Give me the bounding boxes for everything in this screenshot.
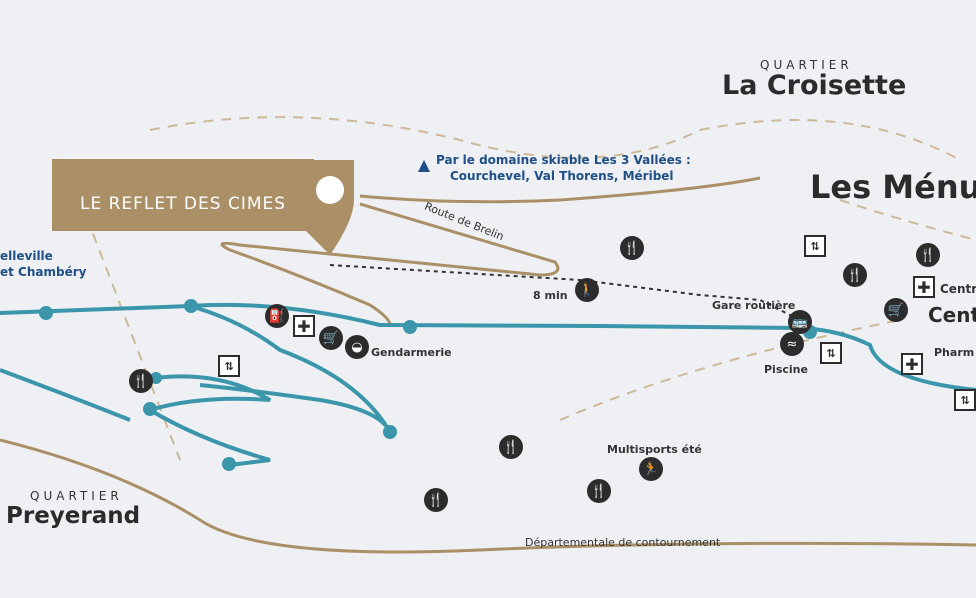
pool-icon[interactable]: ≈ bbox=[780, 332, 804, 356]
restaurant-icon[interactable]: 🍴 bbox=[129, 369, 153, 393]
domaine-label-2: Courchevel, Val Thorens, Méribel bbox=[450, 169, 674, 183]
mountain-icon bbox=[418, 160, 430, 172]
walk-time-label: 8 min bbox=[533, 289, 568, 302]
piscine-label: Piscine bbox=[764, 363, 808, 376]
lift-icon[interactable]: ⇅ bbox=[218, 355, 240, 377]
restaurant-icon[interactable]: 🍴 bbox=[587, 479, 611, 503]
lift-icon[interactable]: ⇅ bbox=[820, 342, 842, 364]
croisette-quartier-label: QUARTIER bbox=[760, 58, 853, 72]
centre-label-2: Cent bbox=[928, 303, 976, 327]
departementale-label: Départementale de contournement bbox=[525, 536, 721, 549]
pharmacy-icon[interactable]: ✚ bbox=[293, 315, 315, 337]
restaurant-icon[interactable]: 🍴 bbox=[916, 243, 940, 267]
lift-icon[interactable]: ⇅ bbox=[954, 389, 976, 411]
bus-icon[interactable]: 🚌 bbox=[788, 310, 812, 334]
restaurant-icon[interactable]: 🍴 bbox=[843, 263, 867, 287]
restaurant-icon[interactable]: 🍴 bbox=[499, 435, 523, 459]
roads bbox=[0, 176, 976, 554]
domaine-label-1: Par le domaine skiable Les 3 Vallées : bbox=[436, 153, 691, 167]
fuel-icon[interactable]: ⛽ bbox=[265, 304, 289, 328]
preyerand-label: Preyerand bbox=[6, 503, 141, 529]
brand-banner: LE REFLET DES CIMES bbox=[52, 159, 314, 231]
pharmacy-icon[interactable]: ✚ bbox=[913, 276, 935, 298]
restaurant-icon[interactable]: 🍴 bbox=[620, 236, 644, 260]
menuires-label: Les Ménu bbox=[810, 168, 976, 206]
walking-icon[interactable]: 🚶 bbox=[575, 278, 599, 302]
croisette-label: La Croisette bbox=[722, 70, 907, 101]
shopping-cart-icon[interactable]: 🛒 bbox=[319, 326, 343, 350]
multisports-label: Multisports été bbox=[607, 443, 702, 456]
pharmacie-label: Pharm bbox=[934, 346, 975, 359]
ski-trails bbox=[79, 116, 976, 461]
pharmacy-icon[interactable]: ✚ bbox=[901, 353, 923, 375]
chambery-label: et Chambéry bbox=[0, 265, 87, 279]
preyerand-quartier-label: QUARTIER bbox=[30, 489, 123, 503]
walking-path bbox=[329, 264, 801, 321]
gendarmerie-label: Gendarmerie bbox=[371, 346, 452, 359]
lift-icon[interactable]: ⇅ bbox=[804, 235, 826, 257]
centre-label-1: Centr bbox=[940, 282, 976, 296]
gare-label: Gare routière bbox=[712, 299, 796, 312]
belleville-label: elleville bbox=[0, 249, 53, 263]
shopping-cart-icon[interactable]: 🛒 bbox=[884, 298, 908, 322]
brand-name: LE REFLET DES CIMES bbox=[79, 194, 287, 214]
restaurant-icon[interactable]: 🍴 bbox=[424, 488, 448, 512]
gendarmerie-icon[interactable]: ◒ bbox=[345, 335, 369, 359]
sport-icon[interactable]: 🏃 bbox=[639, 457, 663, 481]
